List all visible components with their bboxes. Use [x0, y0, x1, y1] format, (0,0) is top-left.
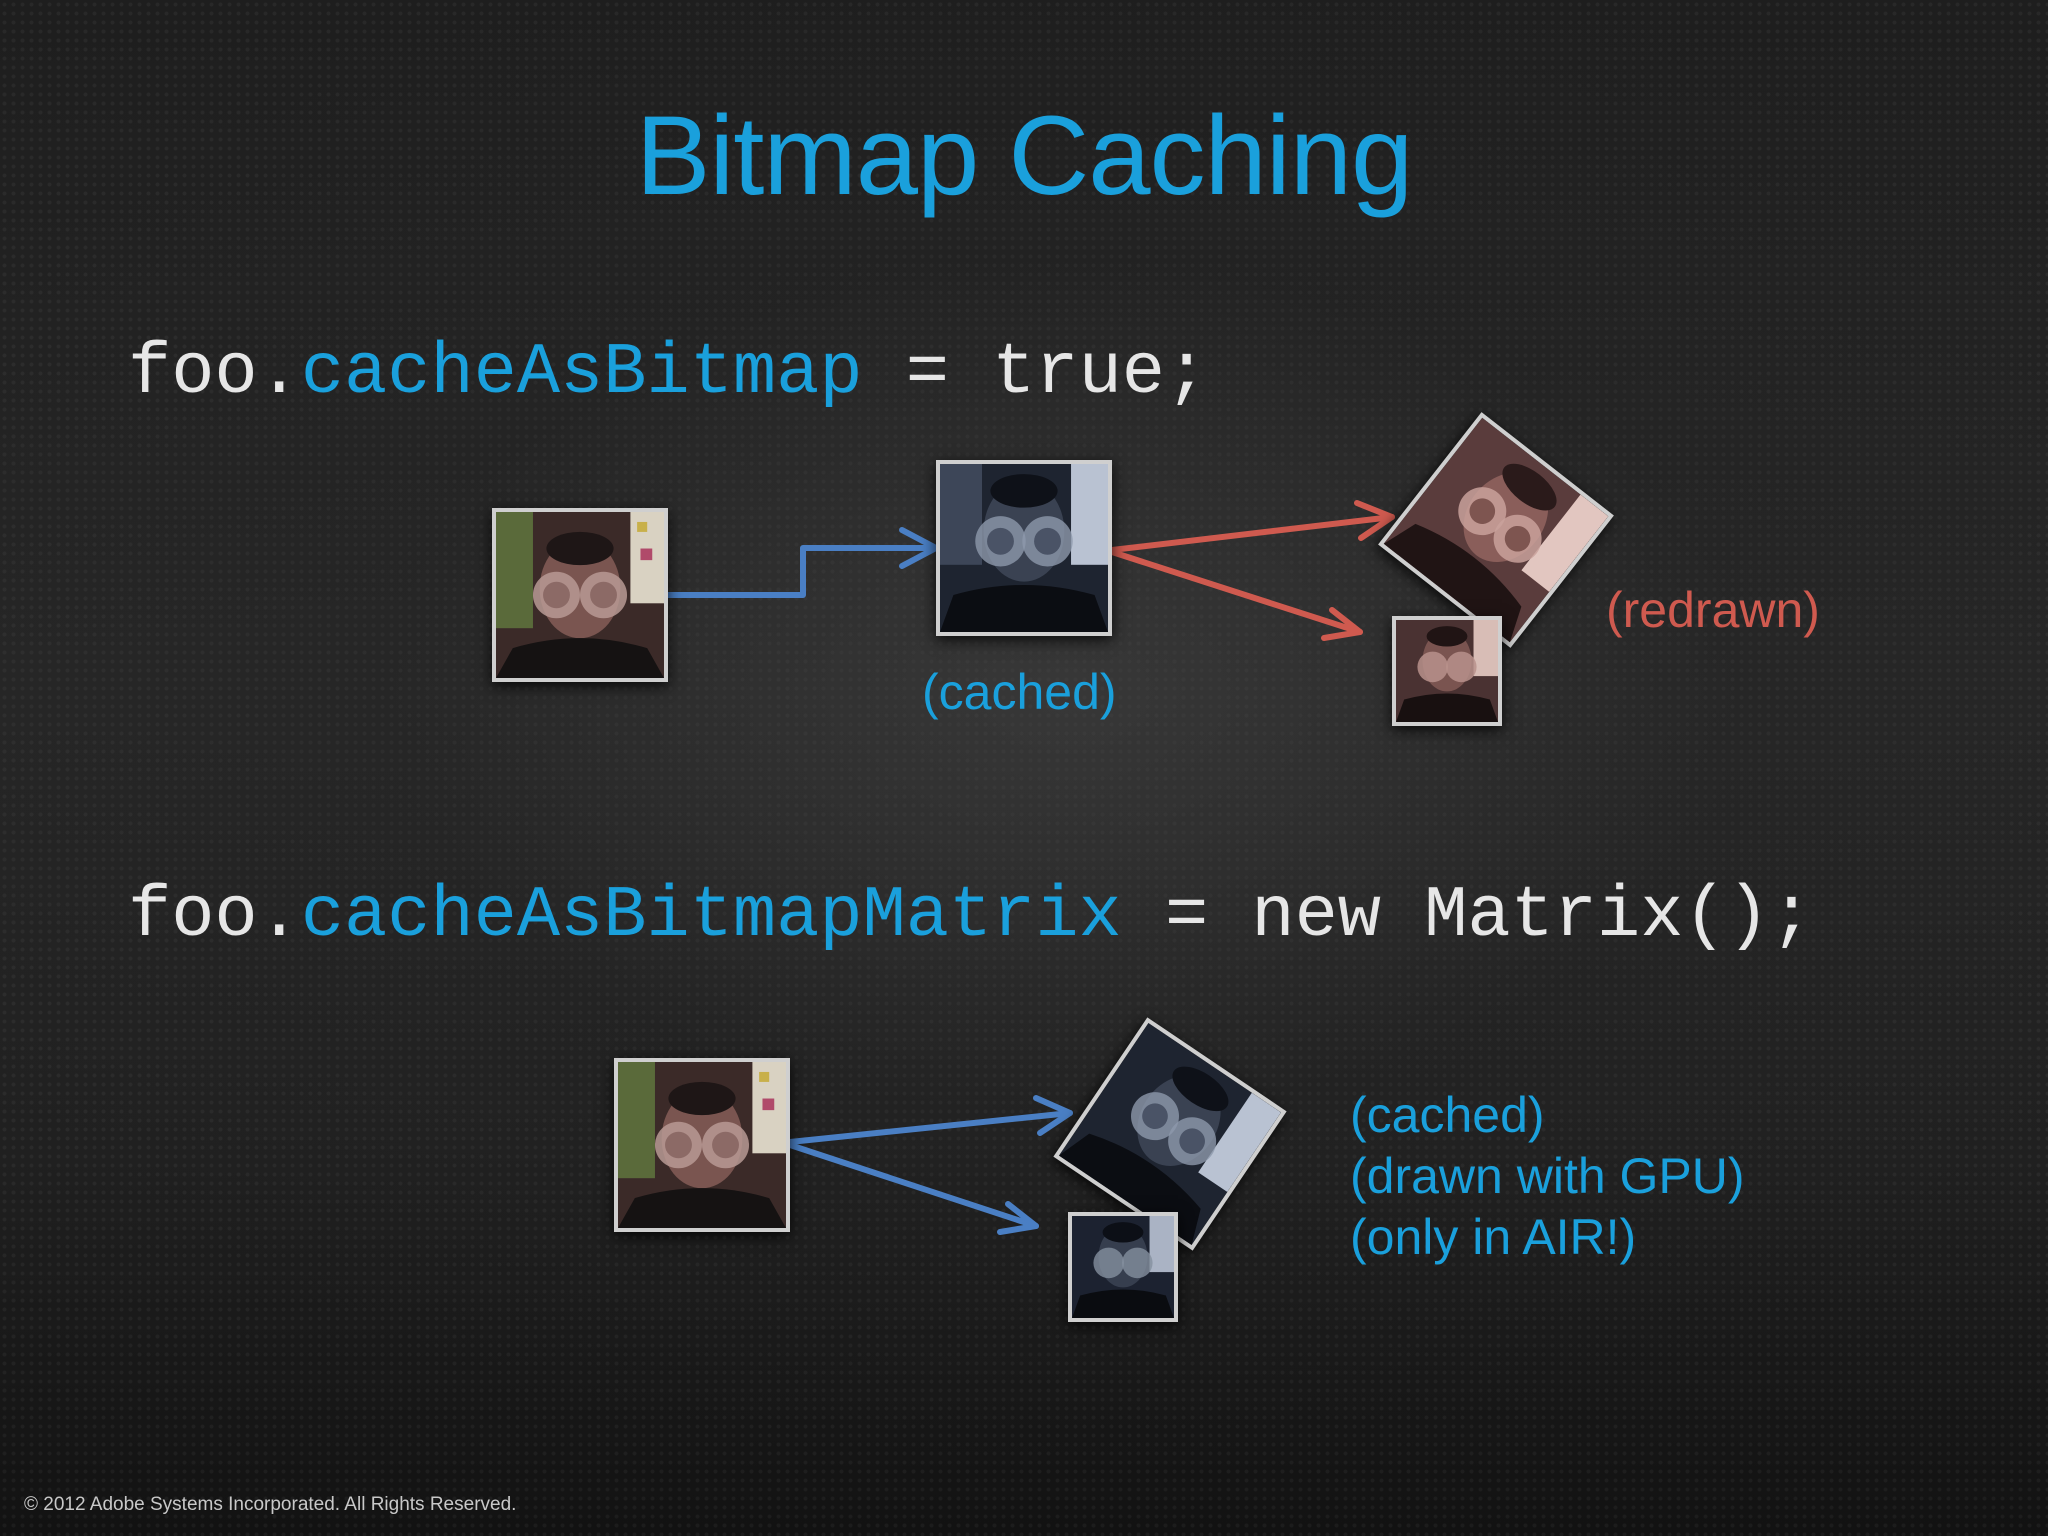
arrow-original-to-rotated-gpu	[787, 1095, 1073, 1145]
photo-small-redrawn	[1392, 616, 1502, 726]
code-assignment: = true;	[862, 332, 1209, 414]
copyright-footer: © 2012 Adobe Systems Incorporated. All R…	[24, 1494, 517, 1515]
code-property: cacheAsBitmapMatrix	[300, 875, 1122, 957]
code-object: foo.	[128, 875, 301, 957]
label-only-in-air: (only in AIR!)	[1350, 1209, 1637, 1265]
photo-small-gpu	[1068, 1212, 1178, 1322]
photo-original-bottom	[614, 1058, 790, 1232]
photo-rotated-redrawn	[1378, 412, 1614, 648]
arrow-cached-to-small	[1109, 549, 1363, 641]
code-line-cache-as-bitmap: foo.cacheAsBitmap = true;	[128, 337, 1208, 409]
photo-cached-top	[936, 460, 1112, 636]
slide-title: Bitmap Caching	[635, 93, 1414, 218]
code-property: cacheAsBitmap	[300, 332, 863, 414]
code-line-cache-as-bitmap-matrix: foo.cacheAsBitmapMatrix = new Matrix();	[128, 880, 1813, 952]
label-cached-gpu: (cached)	[1350, 1087, 1545, 1143]
label-group-gpu: (cached) (drawn with GPU) (only in AIR!)	[1350, 1085, 1745, 1268]
photo-original-top	[492, 508, 668, 682]
label-cached: (cached)	[922, 664, 1117, 720]
arrow-original-to-small-gpu	[787, 1142, 1039, 1235]
code-object: foo.	[128, 332, 301, 414]
label-drawn-with-gpu: (drawn with GPU)	[1350, 1148, 1745, 1204]
arrow-cached-to-rotated	[1109, 500, 1395, 553]
code-assignment: = new Matrix();	[1121, 875, 1814, 957]
arrow-original-to-cached	[660, 527, 939, 598]
label-redrawn: (redrawn)	[1606, 582, 1820, 638]
